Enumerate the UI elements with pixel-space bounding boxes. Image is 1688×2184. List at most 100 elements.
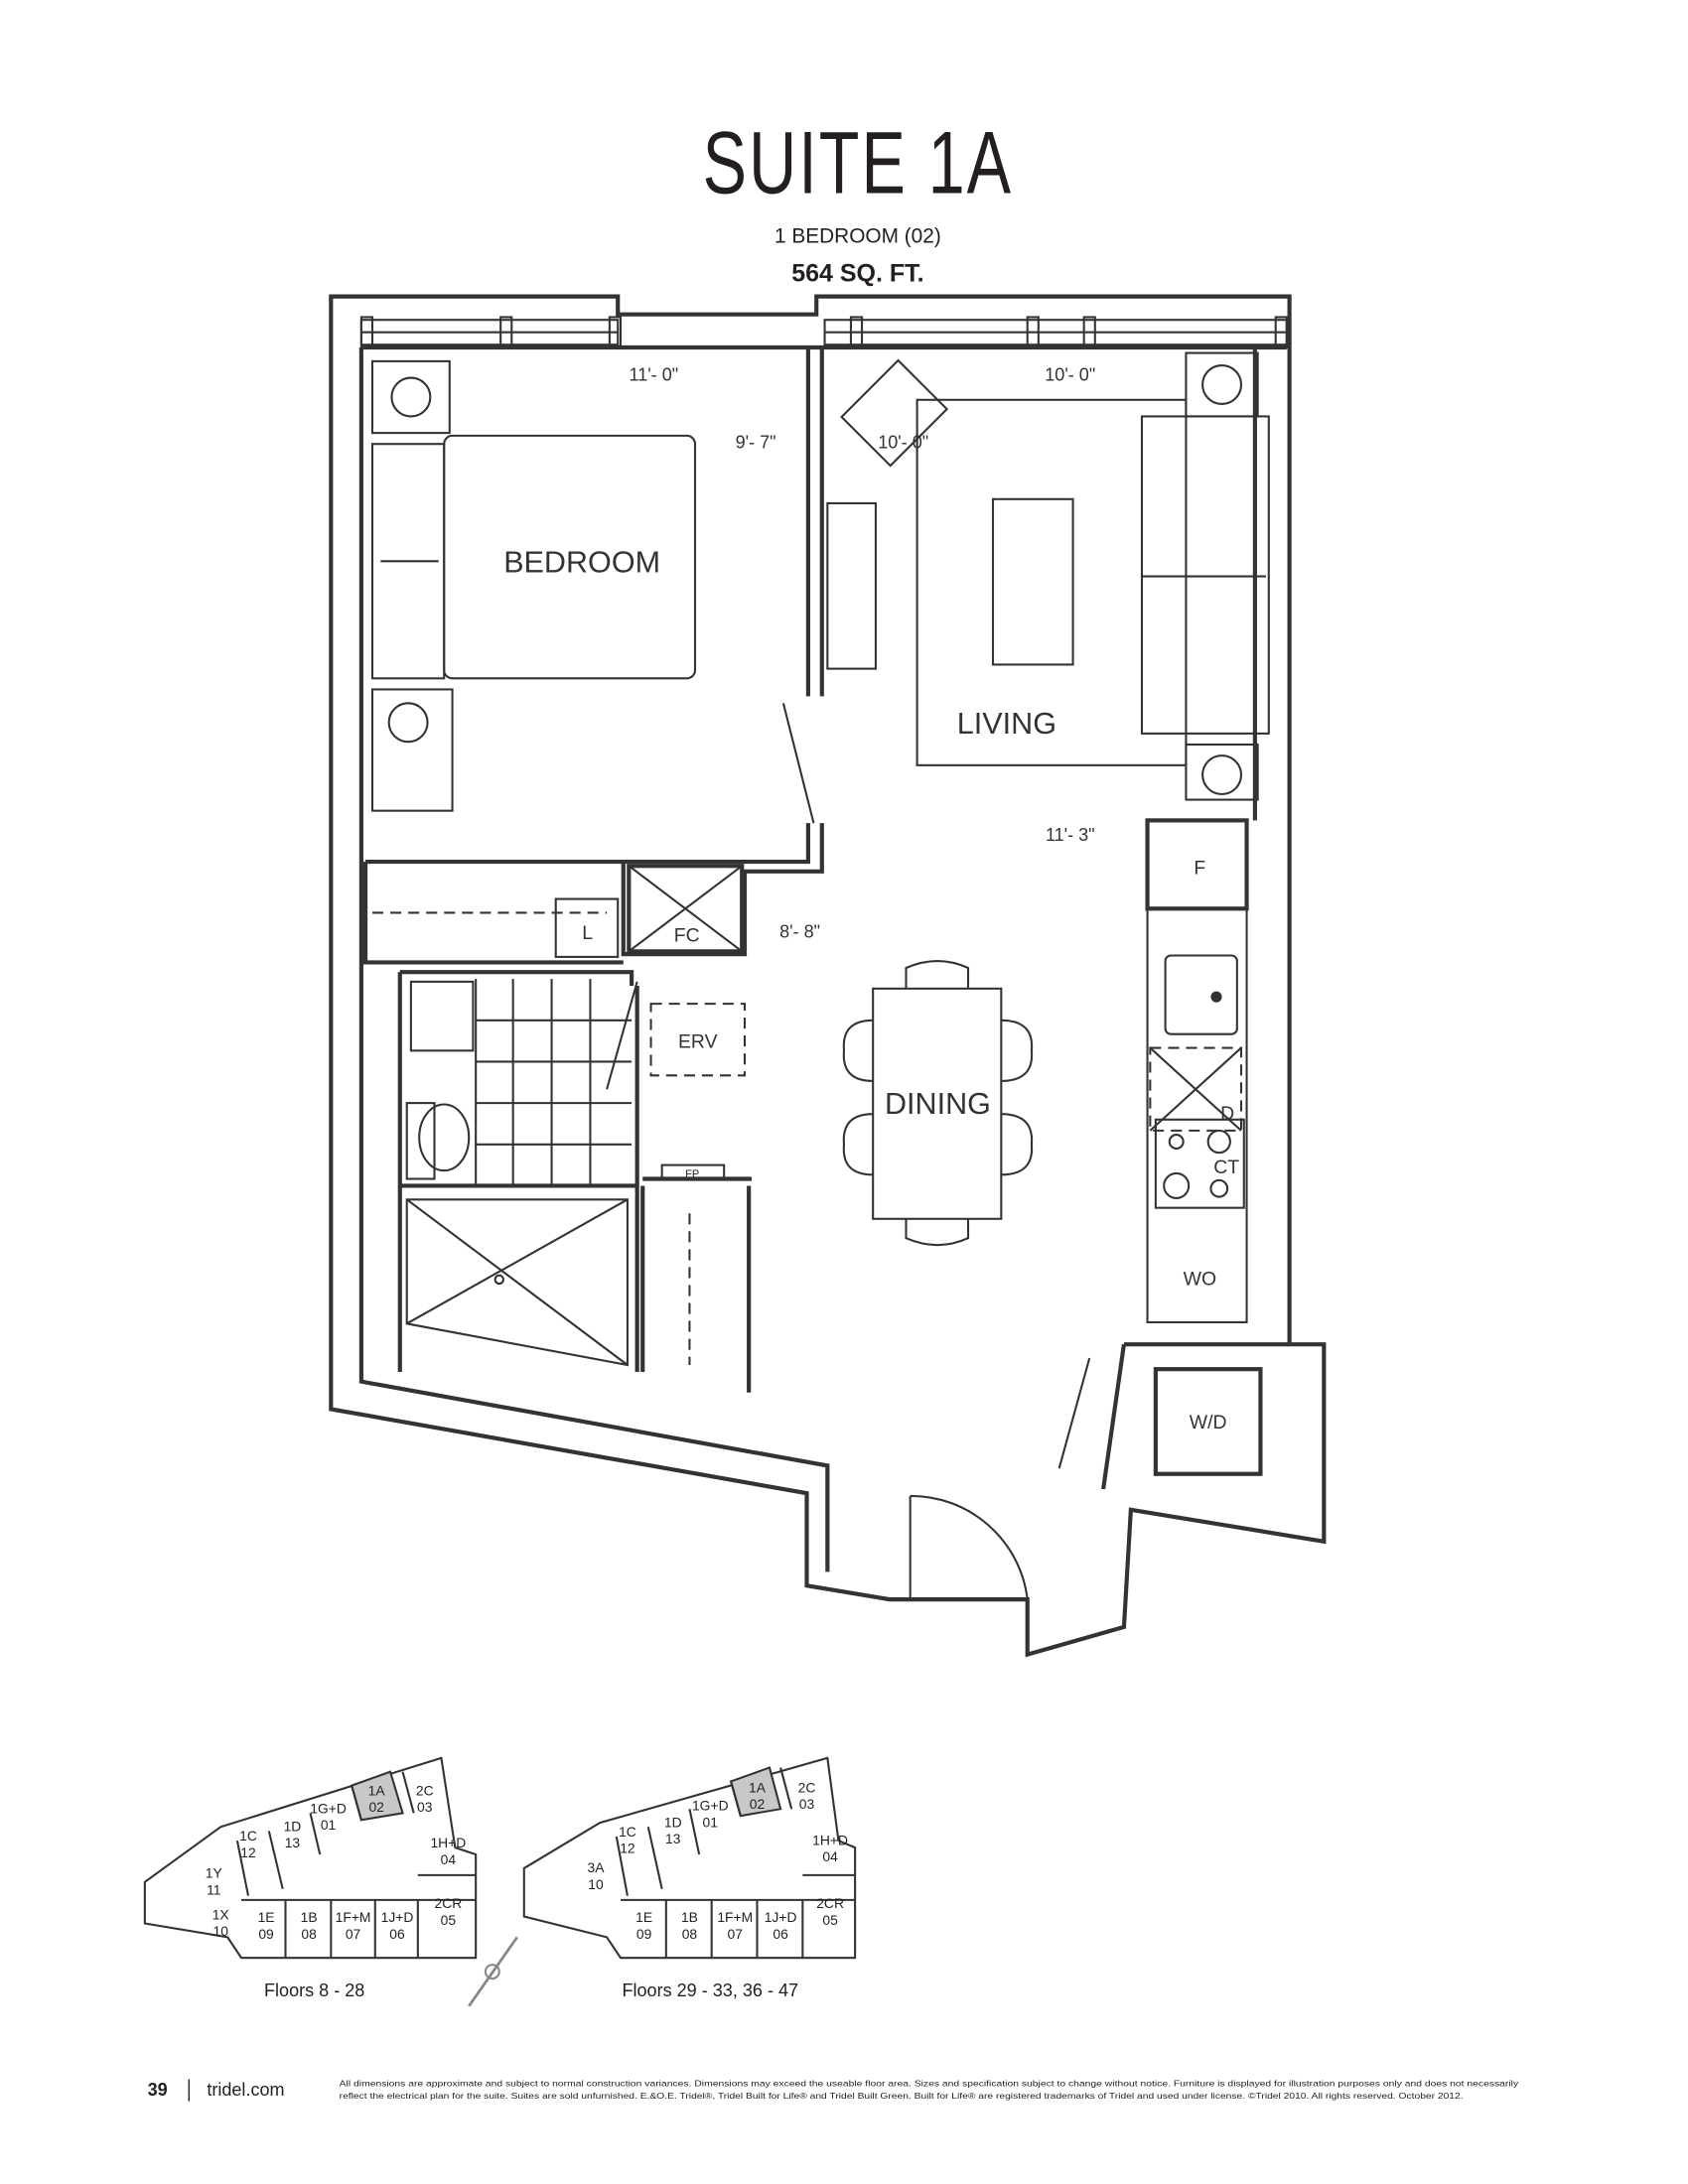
windows bbox=[359, 316, 1288, 349]
unit-number: 07 bbox=[728, 1926, 744, 1942]
unit-label: 1E bbox=[635, 1909, 652, 1925]
laundry-door bbox=[1057, 1357, 1091, 1469]
unit-label: 1H+D bbox=[812, 1832, 848, 1847]
vanity bbox=[405, 1102, 436, 1180]
floor-plan: L FC BEDROOM LIVING DINING bbox=[329, 294, 1327, 1658]
footer-site-link[interactable]: tridel.com bbox=[207, 2080, 284, 2100]
exterior-wall-outer bbox=[329, 294, 1327, 1658]
unit-number: 09 bbox=[636, 1926, 652, 1942]
unit-label: 1E bbox=[258, 1909, 275, 1925]
unit-label: 1D bbox=[284, 1818, 302, 1834]
unit-label: 1H+D bbox=[430, 1835, 466, 1850]
unit-label: 1F+M bbox=[717, 1909, 753, 1925]
unit-number: 05 bbox=[441, 1912, 457, 1928]
dim-kitchen: 11'- 3" bbox=[1046, 825, 1095, 845]
unit-label: 1J+D bbox=[381, 1909, 414, 1925]
linen-label: L bbox=[582, 922, 593, 944]
unit-number: 03 bbox=[799, 1796, 815, 1812]
shower bbox=[405, 1198, 629, 1367]
cooktop-label: CT bbox=[1213, 1157, 1239, 1178]
unit-number: 13 bbox=[285, 1835, 301, 1850]
bathroom-tiles bbox=[475, 979, 633, 1186]
sink bbox=[1164, 954, 1238, 1035]
unit-number: 08 bbox=[682, 1926, 698, 1942]
washer-dryer bbox=[1153, 1367, 1263, 1476]
living-rug bbox=[915, 398, 1188, 766]
unit-label: 1A bbox=[368, 1782, 386, 1798]
unit-number: 06 bbox=[773, 1926, 788, 1942]
unit-label: 1D bbox=[664, 1814, 682, 1830]
unit-label: 1C bbox=[239, 1828, 257, 1843]
unit-label: 2C bbox=[416, 1782, 434, 1798]
bedroom-wall bbox=[362, 347, 824, 965]
unit-label: 1C bbox=[619, 1824, 636, 1840]
shower-head-area bbox=[409, 980, 475, 1052]
nightstands bbox=[370, 351, 1259, 812]
dim-bedroom-depth: 9'- 7" bbox=[736, 432, 776, 452]
linen-closet bbox=[554, 897, 620, 958]
keyplan-caption: Floors 8 - 28 bbox=[264, 1980, 364, 2000]
unit-number: 11 bbox=[207, 1881, 221, 1897]
disclaimer-line-2: reflect the electrical plan for the suit… bbox=[340, 2091, 1464, 2101]
unit-label: 2C bbox=[798, 1780, 816, 1796]
north-arrow-icon bbox=[468, 1936, 518, 2007]
dim-living-width: 10'- 0" bbox=[1045, 364, 1095, 384]
suite-title: SUITE 1A bbox=[703, 113, 1014, 211]
dining-table bbox=[872, 987, 1003, 1220]
keyplan-caption: Floors 29 - 33, 36 - 47 bbox=[622, 1980, 798, 2000]
washer-dryer-label: W/D bbox=[1190, 1412, 1227, 1433]
unit-number: 07 bbox=[346, 1926, 361, 1942]
unit-label: 2CR bbox=[435, 1895, 463, 1911]
unit-label: 1J+D bbox=[765, 1909, 797, 1925]
entry-closet bbox=[640, 1176, 752, 1393]
suite-area: 564 SQ. FT. bbox=[791, 259, 923, 287]
unit-number: 10 bbox=[213, 1923, 229, 1939]
bathroom-door bbox=[606, 981, 638, 1090]
fridge-label: F bbox=[1194, 858, 1205, 880]
unit-number: 09 bbox=[258, 1926, 274, 1942]
unit-label: 1A bbox=[749, 1780, 767, 1796]
sofa bbox=[1140, 415, 1270, 735]
entry-door[interactable] bbox=[909, 1494, 1029, 1600]
kitchen-counter bbox=[1146, 907, 1248, 1323]
tv-console bbox=[826, 501, 877, 670]
disclaimer-line-1: All dimensions are approximate and subje… bbox=[340, 2078, 1520, 2088]
erv-label: ERV bbox=[678, 1031, 718, 1053]
unit-number: 13 bbox=[665, 1831, 681, 1846]
bedroom-door bbox=[781, 703, 815, 824]
dishwasher bbox=[1149, 1046, 1243, 1132]
unit-number: 01 bbox=[703, 1814, 719, 1830]
fan-coil bbox=[627, 864, 745, 954]
unit-label: 1G+D bbox=[692, 1798, 729, 1814]
unit-number: 05 bbox=[822, 1912, 838, 1928]
unit-number: 06 bbox=[389, 1926, 405, 1942]
toilet bbox=[418, 1103, 471, 1172]
unit-label: 2CR bbox=[816, 1895, 844, 1911]
unit-label: 1F+M bbox=[336, 1909, 371, 1925]
unit-label: 1B bbox=[301, 1909, 318, 1925]
unit-number: 03 bbox=[417, 1799, 433, 1815]
room-label-bedroom: BEDROOM bbox=[503, 545, 660, 579]
unit-number: 02 bbox=[368, 1799, 384, 1815]
unit-number: 04 bbox=[441, 1851, 457, 1867]
unit-label: 1X bbox=[212, 1906, 229, 1922]
room-label-living: LIVING bbox=[957, 707, 1056, 741]
coffee-table bbox=[991, 497, 1074, 666]
unit-label: 1G+D bbox=[310, 1800, 347, 1816]
room-label-dining: DINING bbox=[885, 1087, 991, 1121]
cooktop bbox=[1154, 1118, 1245, 1209]
unit-number: 01 bbox=[321, 1817, 337, 1833]
bathroom-wall bbox=[397, 970, 639, 1372]
unit-number: 04 bbox=[822, 1848, 838, 1864]
unit-label: 3A bbox=[588, 1859, 606, 1875]
unit-number: 12 bbox=[620, 1841, 635, 1856]
dining-chairs bbox=[842, 960, 1034, 1247]
armchair bbox=[840, 358, 949, 468]
dim-bedroom-width: 11'- 0" bbox=[630, 364, 679, 384]
unit-label: 1B bbox=[681, 1909, 698, 1925]
wall-oven-label: WO bbox=[1184, 1268, 1216, 1290]
page-number: 39 bbox=[148, 2080, 168, 2100]
